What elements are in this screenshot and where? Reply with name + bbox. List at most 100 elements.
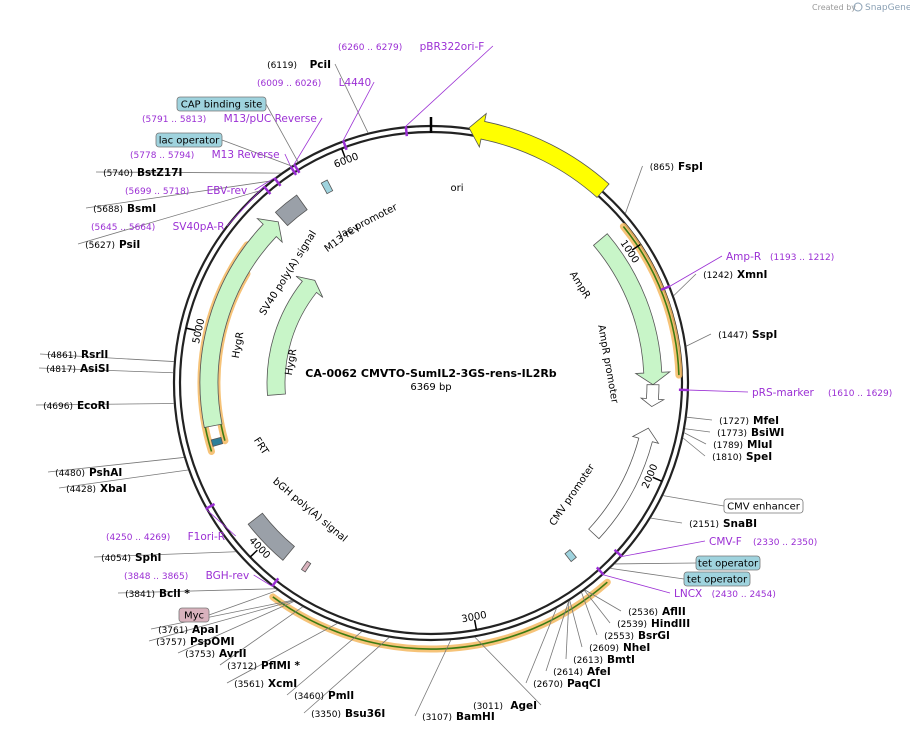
- enzyme-leader: [77, 190, 259, 245]
- primer-site-sv40pa-r[interactable]: (5645 .. 5664)SV40pA-R: [91, 221, 225, 233]
- enzyme-site-xmni[interactable]: (1242)XmnI: [703, 269, 767, 281]
- feature-tag-cmv-enhancer[interactable]: CMV enhancer: [723, 498, 804, 514]
- enzyme-site-pflmi[interactable]: (3712)PflMI *: [227, 660, 300, 672]
- enzyme-site-sphi[interactable]: (4054)SphI: [101, 552, 161, 564]
- enzyme-site-pmli[interactable]: (3460)PmlI: [294, 690, 354, 702]
- enzyme-name: ApaI: [192, 624, 219, 636]
- feature-label-m13-rev: M13 rev: [323, 222, 362, 255]
- primer-site-l4440[interactable]: (6009 .. 6026) L4440: [257, 77, 371, 89]
- enzyme-name: PflMI *: [261, 660, 300, 672]
- primer-name: M13/pUC Reverse: [224, 113, 317, 125]
- enzyme-site-fspi[interactable]: (865)FspI: [650, 161, 703, 173]
- enzyme-site-paqci[interactable]: (2670)PaqCI: [533, 678, 601, 690]
- primer-site-prs-marker[interactable]: (1610 .. 1629)pRS-marker: [752, 387, 892, 399]
- scale-tick-5: [340, 148, 346, 159]
- enzyme-site-afei[interactable]: (2614)AfeI: [553, 666, 611, 678]
- primer-site-cmv-f[interactable]: (2330 .. 2350)CMV-F: [709, 536, 817, 548]
- feature-frt-9[interactable]: [210, 436, 224, 447]
- feature-tag-cap-binding-site[interactable]: CAP binding site: [176, 96, 267, 112]
- enzyme-site-bsrgi[interactable]: (2553)BsrGI: [604, 630, 670, 642]
- feature-ampr-1[interactable]: [592, 233, 672, 386]
- enzyme-position: (3841): [125, 590, 155, 600]
- enzyme-site-sspi[interactable]: (1447)SspI: [718, 329, 777, 341]
- enzyme-site-xbai[interactable]: (4428)XbaI: [66, 483, 127, 495]
- enzyme-leader: [625, 165, 643, 214]
- primer-site-bgh-rev[interactable]: (3848 .. 3865)BGH-rev: [124, 570, 249, 582]
- feature-ampr-promoter-2[interactable]: [639, 384, 666, 408]
- enzyme-position: (5688): [93, 205, 123, 215]
- enzyme-site-mfei[interactable]: (1727)MfeI: [719, 415, 779, 427]
- enzyme-site-apai[interactable]: (3761)ApaI: [158, 624, 219, 636]
- enzyme-name: SphI: [135, 552, 161, 564]
- primer-range: (6009 .. 6026): [257, 79, 321, 89]
- feature-lac-promoter-8[interactable]: [320, 179, 334, 195]
- primer-site-amp-r[interactable]: (1193 .. 1212)Amp-R: [726, 251, 834, 263]
- primer-site-ebv-rev[interactable]: (5699 .. 5718)EBV-rev: [125, 185, 247, 197]
- enzyme-site-pshai[interactable]: (4480)PshAI: [55, 467, 122, 479]
- enzyme-site-spei[interactable]: (1810)SpeI: [712, 451, 772, 463]
- feature-label-hygr: HygR: [231, 331, 246, 359]
- enzyme-position: (2151): [689, 520, 719, 530]
- enzyme-site-pcii[interactable]: (6119)PciI: [267, 59, 331, 71]
- enzyme-site-bsu36i[interactable]: (3350)Bsu36I: [311, 708, 385, 720]
- scale-tick-2: [473, 619, 478, 630]
- enzyme-name: BsrGI: [638, 630, 670, 642]
- primer-site-lncx[interactable]: (2430 .. 2454)LNCX: [674, 588, 776, 600]
- feature-tag-tet-operator[interactable]: tet operator: [695, 555, 761, 571]
- primer-name: LNCX: [674, 588, 702, 600]
- enzyme-site-nhei[interactable]: (2609)NheI: [589, 642, 650, 654]
- primer-site-pbr322ori-f[interactable]: (6260 .. 6279)pBR322ori-F: [338, 41, 484, 53]
- primer-site-f1ori-r[interactable]: (4250 .. 4269)F1ori-R: [106, 531, 225, 543]
- feature-hygr-7[interactable]: [266, 275, 324, 396]
- enzyme-site-avrii[interactable]: (3753)AvrII: [185, 648, 247, 660]
- enzyme-site-hindiii[interactable]: (2539)HindIII: [617, 618, 690, 630]
- enzyme-site-bmti[interactable]: (2613)BmtI: [573, 654, 635, 666]
- feature-segment-10[interactable]: [564, 549, 577, 563]
- enzyme-site-aflii[interactable]: (2536)AflII: [628, 606, 686, 618]
- enzyme-position: (1773): [717, 429, 747, 439]
- plasmid-name: CA-0062 CMVTO-SumIL2-3GS-rens-IL2Rb: [305, 367, 557, 380]
- primer-mark: [613, 548, 623, 558]
- enzyme-site-bsiwi[interactable]: (1773)BsiWI: [717, 427, 784, 439]
- enzyme-site-bstz17i[interactable]: (5740)BstZ17I: [103, 167, 182, 179]
- primer-site-m13-reverse[interactable]: (5778 .. 5794)M13 Reverse: [130, 149, 280, 161]
- enzyme-leader: [686, 333, 712, 347]
- enzyme-site-asisi[interactable]: (4817)AsiSI: [46, 363, 109, 375]
- feature-bgh-poly-a-signal-4[interactable]: [247, 512, 295, 561]
- enzyme-site-bcli[interactable]: (3841)BclI *: [125, 588, 190, 600]
- enzyme-leader: [47, 457, 185, 473]
- enzyme-position: (1727): [719, 417, 749, 427]
- feature-tag-text: tet operator: [698, 559, 759, 570]
- primer-range: (2330 .. 2350): [753, 538, 817, 548]
- primer-leader: [405, 45, 494, 127]
- enzyme-site-rsrii[interactable]: (4861)RsrII: [47, 349, 108, 361]
- enzyme-name: XcmI: [268, 678, 297, 690]
- feature-tag-tet-operator[interactable]: tet operator: [683, 571, 751, 587]
- enzyme-site-bsmi[interactable]: (5688)BsmI: [93, 203, 156, 215]
- enzyme-site-ecori[interactable]: (4696)EcoRI: [43, 400, 110, 412]
- enzyme-site-xcmi[interactable]: (3561)XcmI: [234, 678, 297, 690]
- primer-site-m13-puc-reverse[interactable]: (5791 .. 5813)M13/pUC Reverse: [142, 113, 317, 125]
- feature-segment-11[interactable]: [300, 560, 312, 573]
- enzyme-site-mlui[interactable]: (1789)MluI: [713, 439, 772, 451]
- feature-tag-lac-operator[interactable]: lac operator: [155, 132, 223, 148]
- enzyme-site-agei[interactable]: (3011)AgeI: [473, 700, 537, 712]
- enzyme-name: SspI: [752, 329, 777, 341]
- enzyme-site-pspomi[interactable]: (3757)PspOMI: [156, 636, 235, 648]
- enzyme-leader: [414, 640, 452, 717]
- site-labels: (6119)PciI (865)FspI (1242)XmnI (1447)SspI (…: [43, 41, 892, 723]
- feature-tag-myc[interactable]: Myc: [178, 607, 210, 623]
- feature-ori-0[interactable]: [468, 112, 610, 199]
- enzyme-site-psii[interactable]: (5627)PsiI: [85, 239, 140, 251]
- primer-name: Amp-R: [726, 251, 761, 263]
- feature-hygr-6[interactable]: [199, 218, 283, 429]
- primer-name: L4440: [339, 77, 372, 89]
- enzyme-site-bamhi[interactable]: (3107)BamHI: [422, 711, 495, 723]
- enzyme-leader: [177, 601, 294, 654]
- enzyme-name: XbaI: [100, 483, 127, 495]
- enzyme-site-snabi[interactable]: (2151)SnaBI: [689, 518, 757, 530]
- feature-sv40-poly-a-signal-5[interactable]: [274, 194, 308, 227]
- enzyme-leader: [581, 592, 598, 636]
- primer-name: SV40pA-R: [173, 221, 225, 233]
- feature-cmv-promoter-3[interactable]: [588, 427, 660, 540]
